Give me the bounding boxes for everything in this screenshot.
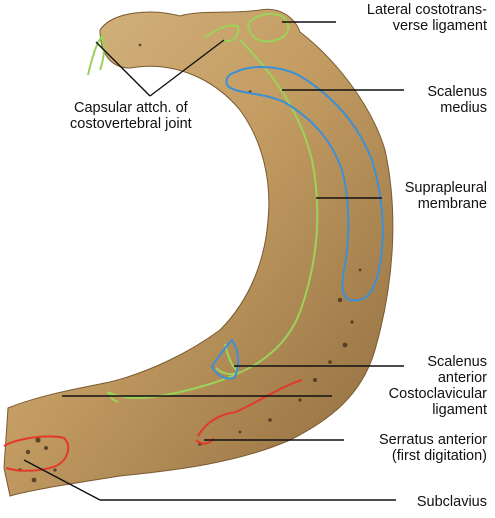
label-scalenus-anterior: Scalenus anterior xyxy=(427,354,487,386)
subclavius-outline xyxy=(3,435,70,472)
label-capsular-attachment: Capsular attch. of costovertebral joint xyxy=(70,100,192,132)
costoclavicular-outline xyxy=(197,379,303,437)
label-costoclavicular-ligament: Costoclavicular ligament xyxy=(388,386,487,418)
scalenus-medius-outline xyxy=(225,66,384,302)
muscle-outlines-blue xyxy=(210,66,384,380)
rib-bone xyxy=(3,8,394,497)
attachment-outlines-green xyxy=(87,13,319,403)
label-serratus-anterior: Serratus anterior (first digitation) xyxy=(379,432,487,464)
scalenus-anterior-outline xyxy=(210,338,240,380)
label-scalenus-medius: Scalenus medius xyxy=(427,84,487,116)
label-lateral-costotransverse-ligament: Lateral costotrans- verse ligament xyxy=(366,2,487,34)
leader-lines xyxy=(23,21,404,501)
label-suprapleural-membrane: Suprapleural membrane xyxy=(404,180,487,212)
label-subclavius: Subclavius xyxy=(416,494,487,510)
